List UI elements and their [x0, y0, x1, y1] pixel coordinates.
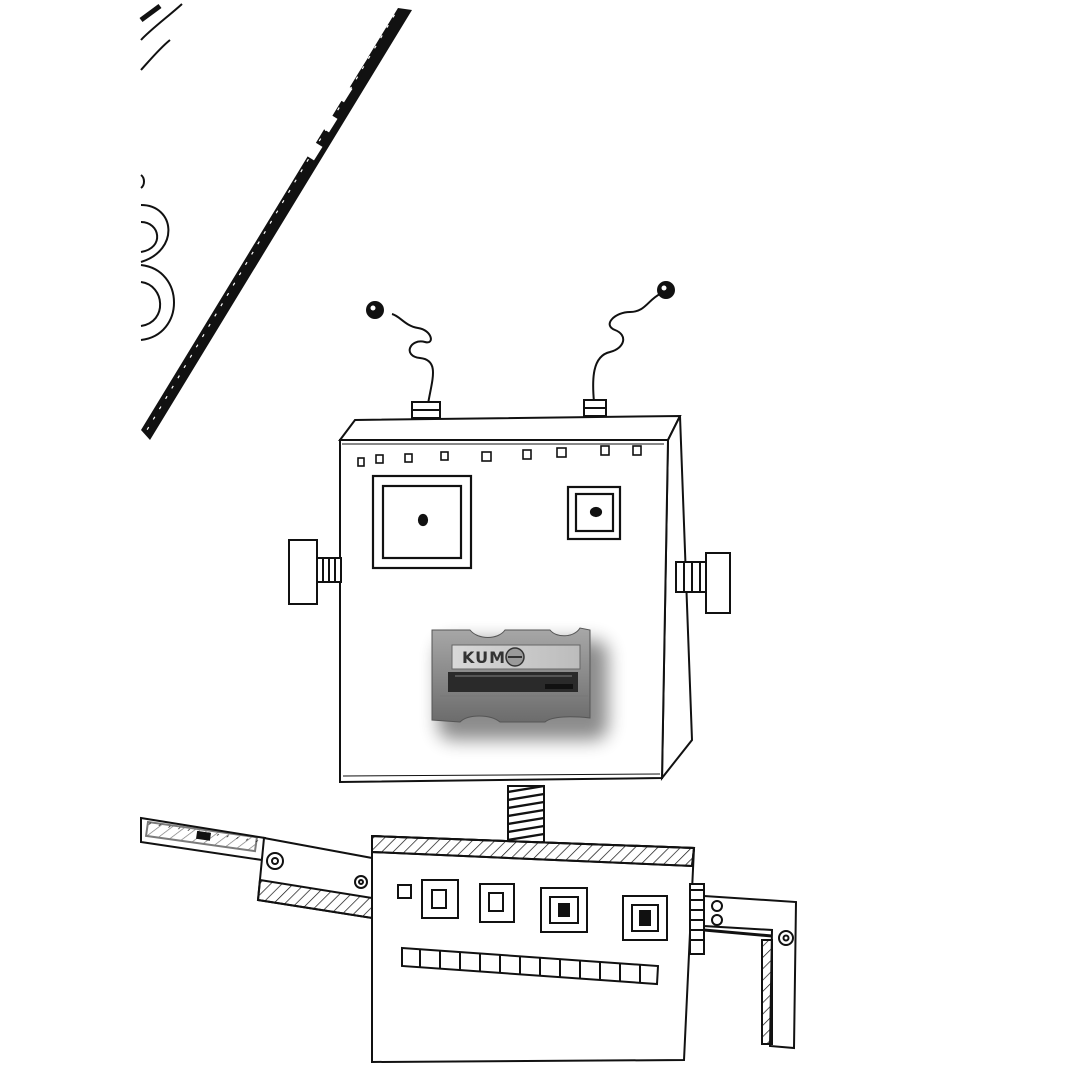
left-arm — [140, 816, 373, 920]
head-rivets — [357, 445, 642, 467]
left-eye — [371, 474, 473, 570]
sharpener-brand-label: KUM — [462, 648, 506, 667]
right-eye — [566, 485, 622, 541]
left-antenna — [366, 301, 441, 433]
right-ear-bolt — [675, 552, 731, 614]
chest-grille — [401, 946, 660, 986]
chest-button-panel — [397, 879, 668, 941]
left-ear-bolt — [288, 539, 342, 605]
background-doodle — [139, 3, 183, 341]
right-antenna — [583, 281, 675, 427]
right-arm — [689, 883, 798, 1050]
robot-torso — [371, 834, 696, 1064]
pencil-sharpener-mouth: KUM — [431, 627, 608, 740]
striped-pole — [140, 8, 412, 441]
